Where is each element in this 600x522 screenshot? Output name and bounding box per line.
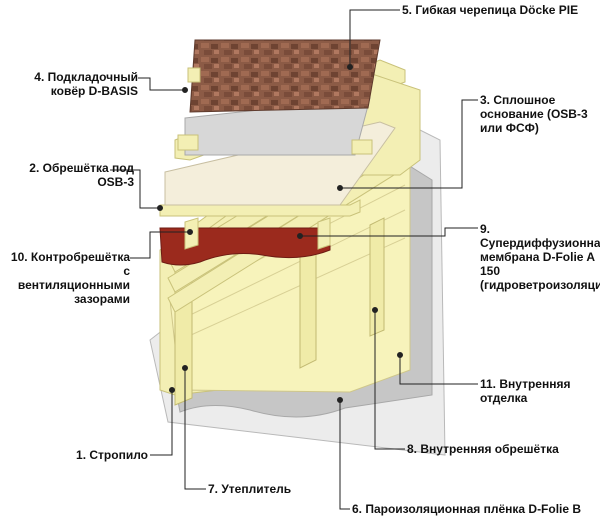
label-rafter: 1. Стропило — [40, 448, 148, 462]
label-counter-battens: 10. Контробрешётка с вентиляционными заз… — [2, 250, 130, 306]
label-membrane-line2: мембрана D-Folie A 150 — [480, 250, 600, 278]
label-battens-line2: OSB-3 — [4, 175, 134, 189]
label-underlay: 4. Подкладочный ковёр D-BASIS — [8, 70, 138, 98]
label-membrane-line3: (гидроветроизоляция) — [480, 278, 600, 292]
label-underlay-line1: 4. Подкладочный — [8, 70, 138, 84]
label-inner-finish: 11. Внутренняя отделка — [480, 377, 600, 405]
label-osb-base-line3: или ФСФ) — [480, 121, 588, 135]
label-osb-base-line1: 3. Сплошное — [480, 93, 588, 107]
label-shingles: 5. Гибкая черепица Döcke PIE — [402, 3, 578, 17]
label-insulation: 7. Утеплитель — [208, 482, 291, 496]
label-counter-battens-line3: зазорами — [2, 292, 130, 306]
flexible-shingles — [190, 40, 380, 112]
label-osb-base-line2: основание (OSB-3 — [480, 107, 588, 121]
label-membrane: 9. Супердиффузионная мембрана D-Folie A … — [480, 222, 600, 292]
label-battens: 2. Обрешётка под OSB-3 — [4, 161, 134, 189]
label-membrane-line1: 9. Супердиффузионная — [480, 222, 600, 250]
label-inner-battens: 8. Внутренняя обрешётка — [407, 442, 559, 456]
label-battens-line1: 2. Обрешётка под — [4, 161, 134, 175]
label-underlay-line2: ковёр D-BASIS — [8, 84, 138, 98]
label-vapor-barrier: 6. Пароизоляционная плёнка D-Folie B — [352, 502, 581, 516]
label-osb-base: 3. Сплошное основание (OSB-3 или ФСФ) — [480, 93, 588, 135]
label-counter-battens-line1: 10. Контробрешётка с — [2, 250, 130, 278]
label-counter-battens-line2: вентиляционными — [2, 278, 130, 292]
